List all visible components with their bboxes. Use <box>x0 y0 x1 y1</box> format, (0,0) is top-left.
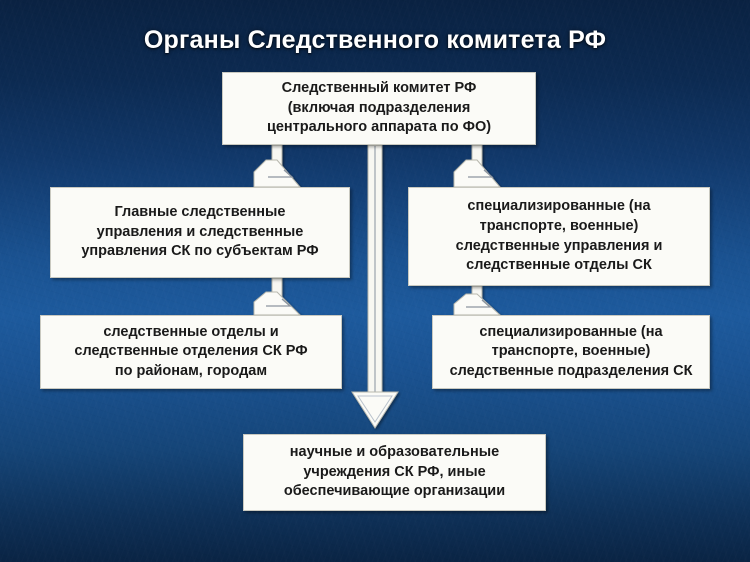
node-specialized-directorates-label: специализированные (на транспорте, военн… <box>455 198 663 274</box>
node-root-label: Следственный комитет РФ (включая подразд… <box>266 80 492 136</box>
node-main-directorates[interactable]: Главные следственные управления и следст… <box>50 187 350 278</box>
node-local-departments[interactable]: следственные отделы и следственные отдел… <box>40 315 342 389</box>
node-local-departments-label: следственные отделы и следственные отдел… <box>74 323 308 379</box>
node-main-directorates-label: Главные следственные управления и следст… <box>81 204 319 260</box>
connector-root-to-specialized-directorates <box>453 144 502 188</box>
page-title: Органы Следственного комитета РФ <box>143 26 607 54</box>
node-specialized-subdivisions-label: специализированные (на транспорте, военн… <box>449 323 693 379</box>
node-specialized-directorates[interactable]: специализированные (на транспорте, военн… <box>408 187 710 286</box>
connector-root-to-local-departments <box>253 277 302 316</box>
connector-root-to-specialized-subdivisions <box>453 285 502 316</box>
connector-root-to-educational <box>351 144 399 429</box>
node-sledstvennyj-komitet-rf[interactable]: Следственный комитет РФ (включая подразд… <box>222 72 536 145</box>
node-educational-institutions-label: научные и образовательные учреждения СК … <box>283 444 506 500</box>
connector-root-to-main-directorates <box>253 144 302 188</box>
node-specialized-subdivisions[interactable]: специализированные (на транспорте, военн… <box>432 315 710 389</box>
node-educational-institutions[interactable]: научные и образовательные учреждения СК … <box>243 434 546 511</box>
